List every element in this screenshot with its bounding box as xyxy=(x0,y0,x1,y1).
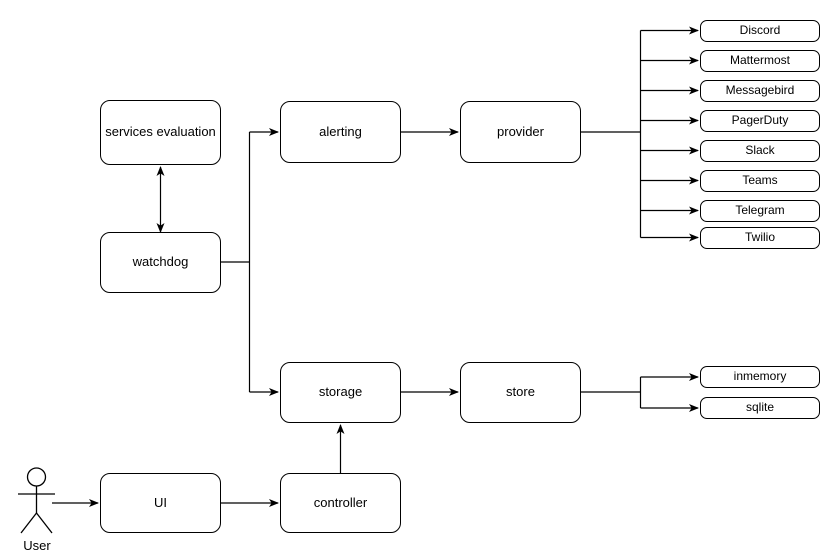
node-controller[interactable]: controller xyxy=(280,473,401,533)
node-storage[interactable]: storage xyxy=(280,362,401,423)
node-ui[interactable]: UI xyxy=(100,473,221,533)
actor-stick-figure-icon xyxy=(18,467,55,534)
node-store[interactable]: store xyxy=(460,362,581,423)
actor-label: User xyxy=(23,538,51,553)
node-provider[interactable]: provider xyxy=(460,101,581,163)
node-services-evaluation[interactable]: services evaluation xyxy=(100,100,221,165)
node-store-sqlite[interactable]: sqlite xyxy=(700,397,820,419)
node-provider-twilio[interactable]: Twilio xyxy=(700,227,820,249)
node-provider-telegram[interactable]: Telegram xyxy=(700,200,820,222)
node-store-inmemory[interactable]: inmemory xyxy=(700,366,820,388)
node-watchdog[interactable]: watchdog xyxy=(100,232,221,293)
node-provider-teams[interactable]: Teams xyxy=(700,170,820,192)
node-provider-mattermost[interactable]: Mattermost xyxy=(700,50,820,72)
node-provider-pagerduty[interactable]: PagerDuty xyxy=(700,110,820,132)
node-provider-slack[interactable]: Slack xyxy=(700,140,820,162)
node-provider-discord[interactable]: Discord xyxy=(700,20,820,42)
node-alerting[interactable]: alerting xyxy=(280,101,401,163)
node-provider-messagebird[interactable]: Messagebird xyxy=(700,80,820,102)
